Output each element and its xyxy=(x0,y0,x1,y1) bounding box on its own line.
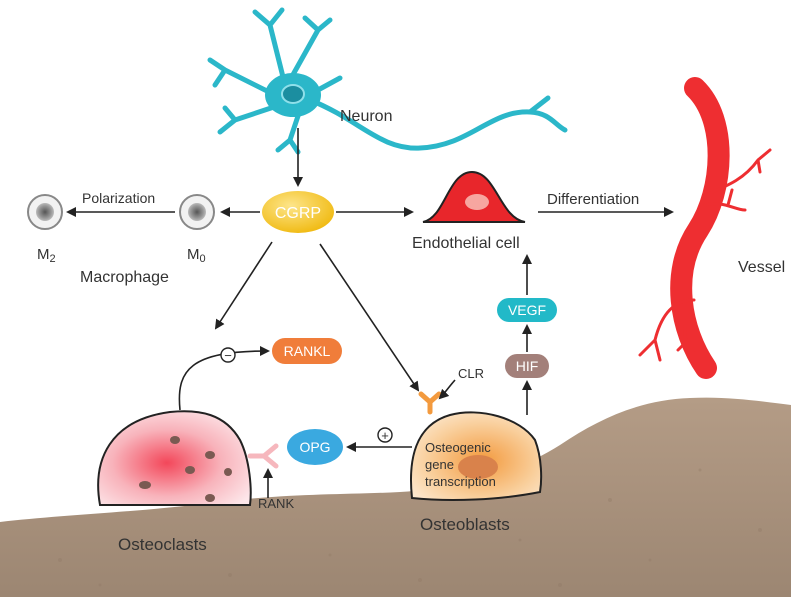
opg-node xyxy=(287,429,343,465)
inhibition-symbol-icon xyxy=(220,347,236,363)
bone-texture xyxy=(58,468,762,587)
vessel-icon xyxy=(638,77,772,379)
neuron-label: Neuron xyxy=(340,108,392,125)
rankl-label: RANKL xyxy=(284,343,331,359)
m2-macrophage-icon xyxy=(27,194,63,230)
m2-label: M2 xyxy=(37,246,56,265)
osteogenic-line-3: transcription xyxy=(425,474,496,489)
inhibition-symbol: − xyxy=(224,348,232,363)
neuron-nucleus xyxy=(281,84,305,104)
osteoclasts-label: Osteoclasts xyxy=(118,535,207,554)
clr-label: CLR xyxy=(458,366,484,381)
hif-node xyxy=(505,354,549,378)
neuron-icon xyxy=(207,7,568,155)
endothelial-nucleus xyxy=(465,194,489,210)
vegf-label: VEGF xyxy=(508,302,546,318)
osteoclast-nuclei xyxy=(139,436,232,502)
differentiation-label: Differentiation xyxy=(547,191,639,208)
endothelial-cell-label: Endothelial cell xyxy=(412,235,520,252)
vessel-label: Vessel xyxy=(738,259,785,276)
arrow-cgrp-osteoblast xyxy=(319,243,420,392)
osteogenic-line-2: gene xyxy=(425,457,454,472)
arrow-cgrp-osteoclast xyxy=(214,241,273,330)
cgrp-label: CGRP xyxy=(275,205,321,222)
activation-symbol-icon xyxy=(377,427,393,443)
cgrp-node xyxy=(262,191,334,233)
hif-label: HIF xyxy=(516,358,539,374)
arrows xyxy=(66,128,674,498)
m0-macrophage-icon xyxy=(179,194,215,230)
m0-label: M0 xyxy=(187,246,206,265)
rank-label: RANK xyxy=(258,496,294,511)
activation-symbol: + xyxy=(381,428,389,443)
rankl-node xyxy=(272,338,342,364)
macrophage-label: Macrophage xyxy=(80,269,169,286)
osteoclast-cell-icon xyxy=(97,410,252,506)
arrow-osteoclast-rankl xyxy=(178,346,270,411)
osteoblasts-label: Osteoblasts xyxy=(420,515,510,534)
bone-surface xyxy=(0,397,791,597)
opg-label: OPG xyxy=(299,439,330,455)
arrow-clr-receptor xyxy=(438,379,456,400)
vegf-node xyxy=(497,298,557,322)
osteogenic-line-1: Osteogenic xyxy=(425,440,491,455)
polarization-label: Polarization xyxy=(82,190,155,206)
clr-receptor-icon xyxy=(418,391,442,415)
osteoblast-nucleus xyxy=(458,455,498,479)
rank-receptor-icon xyxy=(247,443,279,469)
